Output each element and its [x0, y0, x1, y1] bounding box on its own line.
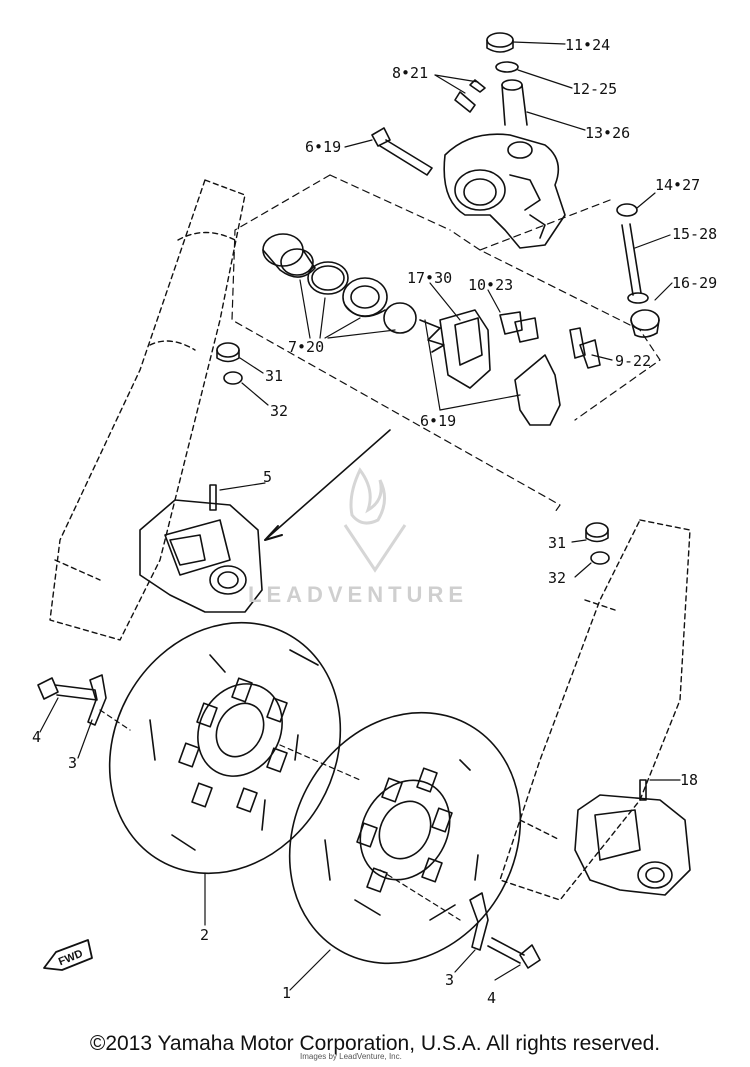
label-5: 5 [263, 468, 272, 486]
clip-part-9-22 [569, 327, 601, 369]
fwd-arrow-icon [43, 939, 93, 971]
assembly-arrow [264, 429, 391, 541]
copyright-footer: ©2013 Yamaha Motor Corporation, U.S.A. A… [89, 1032, 661, 1055]
caliper-assembly-5 [139, 484, 263, 613]
brake-pad-6-19 [439, 309, 491, 389]
label-9-22: 9-22 [615, 352, 651, 370]
o-ring-part-12-25 [495, 61, 519, 73]
dust-seal [307, 261, 349, 295]
label-32-left: 32 [270, 402, 288, 420]
bolt-part-6-19-top [371, 127, 433, 176]
label-6-19-top: 6•19 [305, 138, 341, 156]
label-14-27: 14•27 [655, 176, 700, 194]
bolt-part-4-right [487, 937, 541, 969]
image-courtesy: Images by LeadVenture, Inc. [300, 1052, 402, 1061]
label-3-right: 3 [445, 971, 454, 989]
label-32-right: 32 [548, 569, 566, 587]
label-8-21: 8•21 [392, 64, 428, 82]
caliper-seal [342, 277, 388, 318]
label-11-24: 11•24 [565, 36, 610, 54]
caliper-body-upper [443, 133, 566, 249]
right-fork-leg [499, 519, 691, 901]
label-12-25: 12-25 [572, 80, 617, 98]
nut-part-31-right [585, 522, 609, 543]
label-7-20: 7•20 [288, 338, 324, 356]
label-31-right: 31 [548, 534, 566, 552]
caliper-part-18 [574, 779, 691, 896]
cap-part-11-24 [486, 32, 514, 53]
bolt-part-15-28 [621, 223, 649, 304]
shim-part-10-23 [499, 311, 539, 343]
label-1: 1 [282, 984, 291, 1002]
lock-washer-part-3-right [469, 892, 489, 951]
brake-disc-part-2 [108, 621, 342, 875]
label-18: 18 [680, 771, 698, 789]
label-10-23: 10•23 [468, 276, 513, 294]
bolt-part-4-left [37, 677, 98, 701]
piston-o-ring [383, 302, 417, 334]
watermark-logo-icon [343, 467, 407, 573]
left-fork-leg [49, 179, 246, 641]
parts-diagram: FWD 11•24 12-25 13•26 8•21 6•19 14•27 15… [32, 32, 717, 1007]
label-2: 2 [200, 926, 209, 944]
label-13-26: 13•26 [585, 124, 630, 142]
support-plate [514, 354, 561, 426]
piston-part-7-20 [262, 233, 316, 278]
sleeve-part-13-26 [501, 79, 528, 126]
boot-part-16-29 [630, 309, 660, 338]
label-4-right: 4 [487, 989, 496, 1007]
label-6-19-mid: 6•19 [420, 412, 456, 430]
nut-part-31-left [216, 342, 240, 363]
washer-part-32-right [590, 551, 610, 565]
washer-part-32-left [223, 371, 243, 385]
label-4-left: 4 [32, 728, 41, 746]
label-15-28: 15-28 [672, 225, 717, 243]
label-3-left: 3 [68, 754, 77, 772]
brake-disc-part-1 [288, 711, 522, 965]
label-16-29: 16-29 [672, 274, 717, 292]
bleed-screw-part-8-21 [454, 79, 486, 113]
label-31-left: 31 [265, 367, 283, 385]
label-17-30: 17•30 [407, 269, 452, 287]
lock-washer-part-3-left [87, 674, 107, 726]
watermark-text: LEADVENTURE [248, 582, 469, 607]
washer-part-14-27 [616, 203, 638, 217]
